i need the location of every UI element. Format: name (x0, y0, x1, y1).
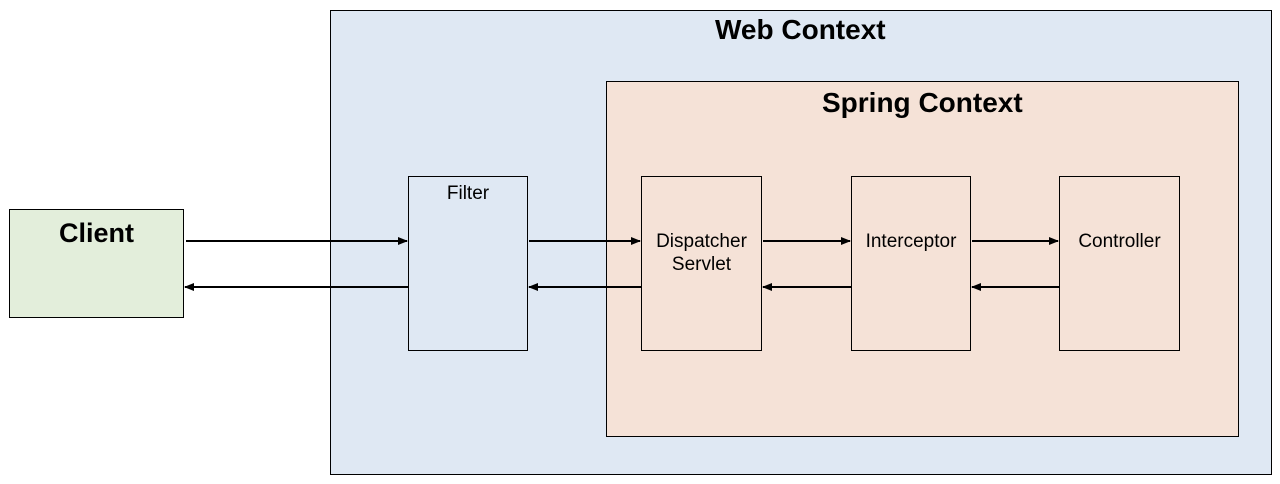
dispatcher-label-line2: Servlet (671, 254, 732, 275)
filter-box: Filter (408, 176, 528, 351)
client-label: Client (58, 218, 134, 248)
client-box: Client (9, 209, 184, 318)
dispatcher-servlet-box: Dispatcher Servlet (641, 176, 762, 351)
interceptor-box: Interceptor (851, 176, 971, 351)
spring-context-title: Spring Context (822, 87, 1023, 118)
filter-label: Filter (446, 183, 490, 204)
web-context-title: Web Context (715, 14, 886, 45)
dispatcher-servlet-label: Dispatcher Servlet (622, 230, 781, 276)
interceptor-label: Interceptor (865, 231, 957, 252)
controller-box: Controller (1059, 176, 1180, 351)
dispatcher-label-line1: Dispatcher (656, 231, 747, 252)
controller-label: Controller (1078, 231, 1161, 252)
